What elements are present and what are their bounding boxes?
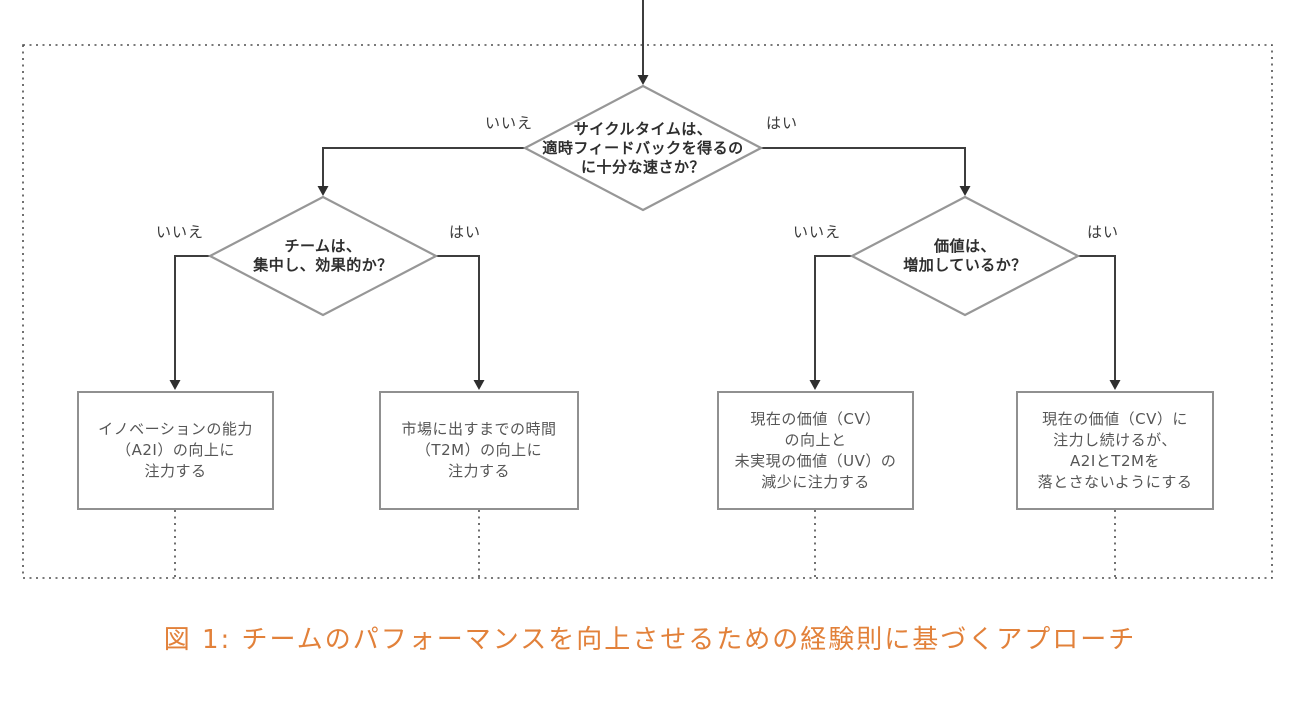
label-yes-left: はい [448, 223, 481, 241]
outcome-boxes [77, 391, 1214, 510]
diamond-team-focus [207, 195, 439, 317]
label-no-right: いいえ [792, 223, 841, 241]
label-yes-top: はい [765, 114, 798, 132]
dotted-drop-lines [174, 510, 1116, 578]
connector-edges [174, 0, 1116, 381]
diamond-cycle-time [522, 84, 764, 212]
decision-diamonds [207, 84, 1081, 317]
edge-value-no [814, 255, 852, 381]
box-a2i [77, 391, 274, 510]
figure-caption: 図 1: チームのパフォーマンスを向上させるための経験則に基づくアプローチ [163, 625, 1137, 655]
box-cv-keep [1016, 391, 1214, 510]
diamond-value-growth [849, 195, 1081, 317]
label-yes-right: はい [1086, 223, 1119, 241]
flowchart-canvas [22, 0, 1273, 579]
dotted-frame [22, 44, 1273, 579]
edge-team-yes [436, 255, 480, 381]
box-cv-uv [717, 391, 914, 510]
edge-value-yes [1078, 255, 1116, 381]
label-no-left: いいえ [155, 223, 204, 241]
edge-yes-to-value [761, 147, 966, 187]
label-no-top: いいえ [484, 114, 533, 132]
edge-team-no [174, 255, 210, 381]
arrowheads [169, 75, 1121, 390]
box-t2m [379, 391, 579, 510]
edge-no-to-team [322, 147, 525, 187]
